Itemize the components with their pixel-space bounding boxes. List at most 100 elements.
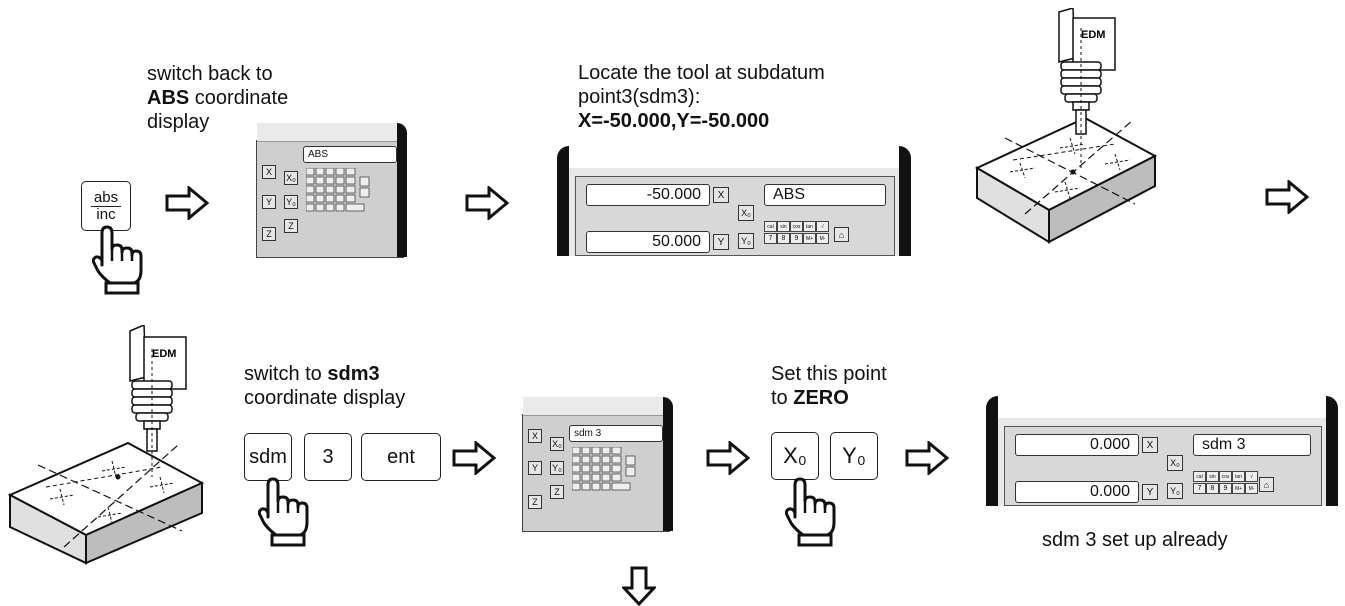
axis-z-indicator: Z	[262, 227, 276, 241]
step2-coordinates: X=-50.000,Y=-50.000	[578, 110, 770, 132]
cos-key[interactable]: cos	[790, 221, 803, 232]
result-caption: sdm 3 set up already	[1042, 529, 1228, 551]
dro-panel-large-abs: -50.000 X 50.000 Y X₀ Y₀ ABS cal sin cos…	[557, 146, 911, 256]
key-9[interactable]: 9	[1219, 483, 1232, 494]
fraction-line	[91, 205, 121, 207]
step2-line2: point3(sdm3):	[578, 86, 701, 108]
y0-key[interactable]: Y₀	[1167, 483, 1183, 499]
tan-key[interactable]: tan	[1232, 471, 1245, 482]
dro-panel-small-sdm3: X Y Z X₀ Y₀ Z sdm 3	[522, 397, 673, 532]
y-readout: 50.000	[586, 231, 710, 253]
right-arrow-icon	[165, 186, 209, 220]
right-arrow-icon	[905, 441, 949, 475]
axis-x-indicator: X	[713, 187, 729, 203]
abs-inc-key-top: abs	[93, 188, 119, 206]
step3-line2: coordinate display	[244, 387, 406, 409]
keypad-grid	[571, 446, 636, 491]
dro-panel-small-abs: X Y Z X₀ Y₀ Z ABS	[256, 123, 407, 258]
message-display: ABS	[303, 146, 397, 163]
x0-key[interactable]: X₀	[738, 205, 754, 221]
cal-key[interactable]: cal	[1193, 471, 1206, 482]
sqrt-key[interactable]: √	[816, 221, 829, 232]
edm-workpiece-illustration: EDM	[974, 8, 1158, 244]
step1-line3: display	[147, 111, 210, 133]
z0-key[interactable]: Z	[284, 219, 298, 233]
step4-line2: to	[771, 387, 794, 409]
dro-inner-face: -50.000 X 50.000 Y X₀ Y₀ ABS cal sin cos…	[575, 176, 895, 256]
axis-x-indicator: X	[262, 165, 276, 179]
abs-bold-label: ABS	[147, 87, 190, 109]
x0-key[interactable]: X₀	[1167, 455, 1183, 471]
sdm-key[interactable]: sdm	[244, 433, 292, 481]
right-arrow-icon	[452, 441, 496, 475]
zero-bold-label: ZERO	[793, 387, 849, 409]
right-arrow-icon	[465, 186, 509, 220]
edm-label: EDM	[1081, 29, 1105, 41]
edm-label: EDM	[152, 348, 176, 360]
step4-line1: Set this point	[771, 363, 887, 385]
y0-key[interactable]: Y₀	[550, 461, 564, 475]
step1-line1: switch back to	[147, 63, 273, 85]
hand-pointer-icon	[258, 477, 309, 547]
x0-zero-key[interactable]: X₀	[771, 432, 819, 480]
m-minus-key[interactable]: M-	[1245, 483, 1258, 494]
message-display: sdm 3	[1193, 434, 1311, 456]
home-key-icon[interactable]: ⌂	[834, 227, 849, 242]
x0-key[interactable]: X₀	[550, 437, 564, 451]
y0-key[interactable]: Y₀	[284, 195, 298, 209]
sdm3-bold-label: sdm3	[327, 363, 380, 385]
axis-x-indicator: X	[528, 429, 542, 443]
cal-key[interactable]: cal	[764, 221, 777, 232]
digit-3-key[interactable]: 3	[304, 433, 352, 481]
step2-line1: Locate the tool at subdatum	[578, 62, 825, 84]
x-readout: -50.000	[586, 184, 710, 206]
sin-key[interactable]: sin	[1206, 471, 1219, 482]
step2-text: Locate the tool at subdatum point3(sdm3)…	[578, 61, 825, 133]
small-keypad	[305, 167, 396, 250]
key-7[interactable]: 7	[764, 233, 777, 244]
hand-pointer-icon	[785, 477, 836, 547]
m-plus-key[interactable]: M+	[1232, 483, 1245, 494]
dro-panel-large-sdm3: 0.000 X 0.000 Y X₀ Y₀ sdm 3 cal sin cos …	[986, 396, 1338, 506]
message-display: ABS	[764, 184, 886, 206]
right-arrow-icon	[706, 441, 750, 475]
y0-zero-key[interactable]: Y₀	[830, 432, 878, 480]
axis-y-indicator: Y	[528, 461, 542, 475]
step3-line1: switch to	[244, 363, 328, 385]
step1-line2-rest: coordinate	[189, 87, 289, 109]
down-arrow-icon	[622, 566, 656, 606]
hand-pointer-icon	[92, 225, 143, 295]
sin-key[interactable]: sin	[777, 221, 790, 232]
y0-key[interactable]: Y₀	[738, 233, 754, 249]
key-7[interactable]: 7	[1193, 483, 1206, 494]
z0-key[interactable]: Z	[550, 485, 564, 499]
axis-y-indicator: Y	[262, 195, 276, 209]
step1-text: switch back to ABS coordinate display	[147, 62, 288, 134]
cos-key[interactable]: cos	[1219, 471, 1232, 482]
step3-text: switch to sdm3 coordinate display	[244, 362, 405, 410]
sqrt-key[interactable]: √	[1245, 471, 1258, 482]
small-keypad	[571, 446, 662, 529]
key-9[interactable]: 9	[790, 233, 803, 244]
axis-y-indicator: Y	[713, 234, 729, 250]
m-plus-key[interactable]: M+	[803, 233, 816, 244]
key-8[interactable]: 8	[1206, 483, 1219, 494]
ent-key[interactable]: ent	[361, 433, 441, 481]
edm-workpiece-illustration-2: EDM	[7, 325, 205, 565]
home-key-icon[interactable]: ⌂	[1259, 477, 1274, 492]
message-display: sdm 3	[569, 425, 663, 442]
step4-text: Set this point to ZERO	[771, 362, 887, 410]
right-arrow-icon	[1265, 180, 1309, 214]
axis-y-indicator: Y	[1142, 484, 1158, 500]
x0-key[interactable]: X₀	[284, 171, 298, 185]
tan-key[interactable]: tan	[803, 221, 816, 232]
y-readout: 0.000	[1015, 481, 1139, 503]
x-readout: 0.000	[1015, 434, 1139, 456]
dro-inner-face: 0.000 X 0.000 Y X₀ Y₀ sdm 3 cal sin cos …	[1004, 426, 1322, 506]
keypad-grid	[305, 167, 370, 212]
abs-inc-key[interactable]: abs inc	[81, 181, 131, 231]
abs-inc-key-bottom: inc	[96, 205, 116, 223]
key-8[interactable]: 8	[777, 233, 790, 244]
m-minus-key[interactable]: M-	[816, 233, 829, 244]
axis-x-indicator: X	[1142, 437, 1158, 453]
